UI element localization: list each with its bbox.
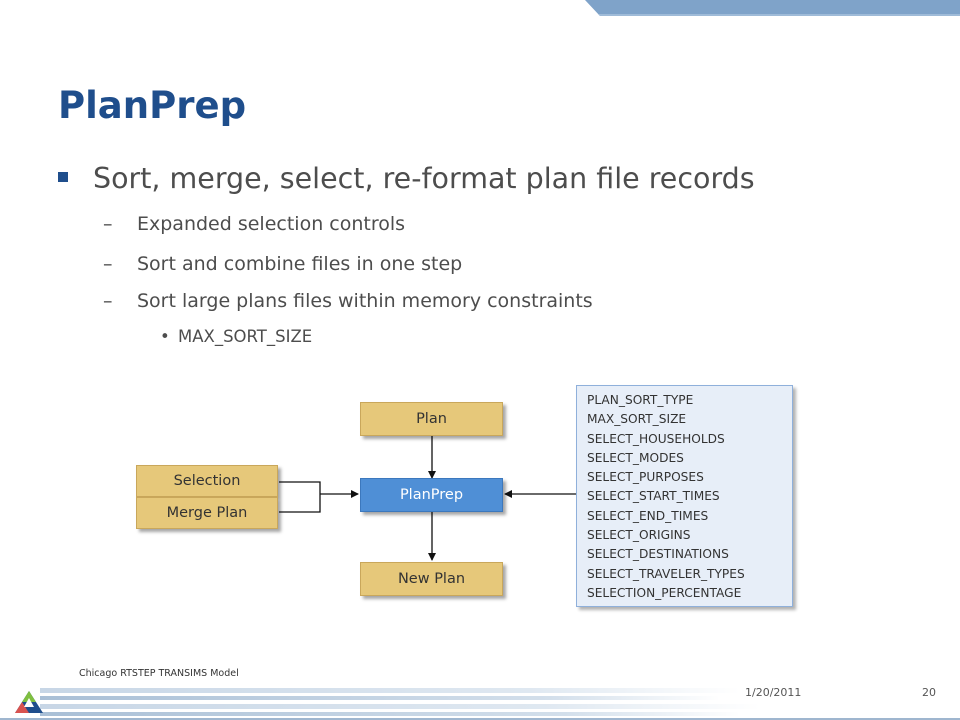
footer-title: Chicago RTSTEP TRANSIMS Model	[79, 668, 239, 679]
parameter-key: SELECT_HOUSEHOLDS	[587, 431, 725, 446]
selection-input-box: Selection	[136, 465, 278, 497]
dash-bullet-icon: –	[103, 290, 113, 312]
new-plan-output-box: New Plan	[360, 562, 503, 596]
parameter-key: SELECT_DESTINATIONS	[587, 547, 729, 562]
sub-bullet-text: Sort large plans files within memory con…	[137, 290, 593, 312]
triangle-logo-icon	[15, 691, 43, 713]
footer-decorative-bands	[0, 688, 960, 720]
planprep-program-box: PlanPrep	[360, 478, 503, 512]
merge-plan-input-box: Merge Plan	[136, 497, 278, 529]
parameter-key: MAX_SORT_SIZE	[587, 412, 687, 427]
parameter-key: SELECT_ORIGINS	[587, 528, 691, 543]
dash-bullet-icon: –	[103, 253, 113, 275]
inputs-to-planprep-connector	[279, 481, 321, 513]
dash-bullet-icon: –	[103, 213, 113, 235]
parameter-key: SELECT_MODES	[587, 450, 684, 465]
parameter-key: SELECT_PURPOSES	[587, 470, 704, 485]
parameter-key: PLAN_SORT_TYPE	[587, 393, 694, 407]
slide-title: PlanPrep	[58, 84, 247, 127]
sub-bullet-text: Expanded selection controls	[137, 213, 406, 235]
parameter-key: SELECTION_PERCENTAGE	[587, 585, 742, 600]
dot-bullet-icon: •	[160, 327, 170, 346]
plan-input-box: Plan	[360, 402, 503, 436]
footer-date: 1/20/2011	[745, 686, 802, 699]
page-number: 20	[922, 686, 936, 699]
main-bullet-text: Sort, merge, select, re-format plan file…	[93, 162, 755, 195]
top-decorative-band	[585, 0, 960, 16]
sub-sub-bullet-text: MAX_SORT_SIZE	[178, 327, 313, 346]
square-bullet-icon	[58, 172, 68, 182]
parameter-key: SELECT_TRAVELER_TYPES	[587, 566, 745, 581]
parameter-key: SELECT_END_TIMES	[587, 508, 709, 523]
parameter-key: SELECT_START_TIMES	[587, 489, 720, 504]
sub-bullet-text: Sort and combine files in one step	[137, 253, 463, 275]
parameters-box: PLAN_SORT_TYPE MAX_SORT_SIZE SELECT_HOUS…	[576, 385, 793, 607]
